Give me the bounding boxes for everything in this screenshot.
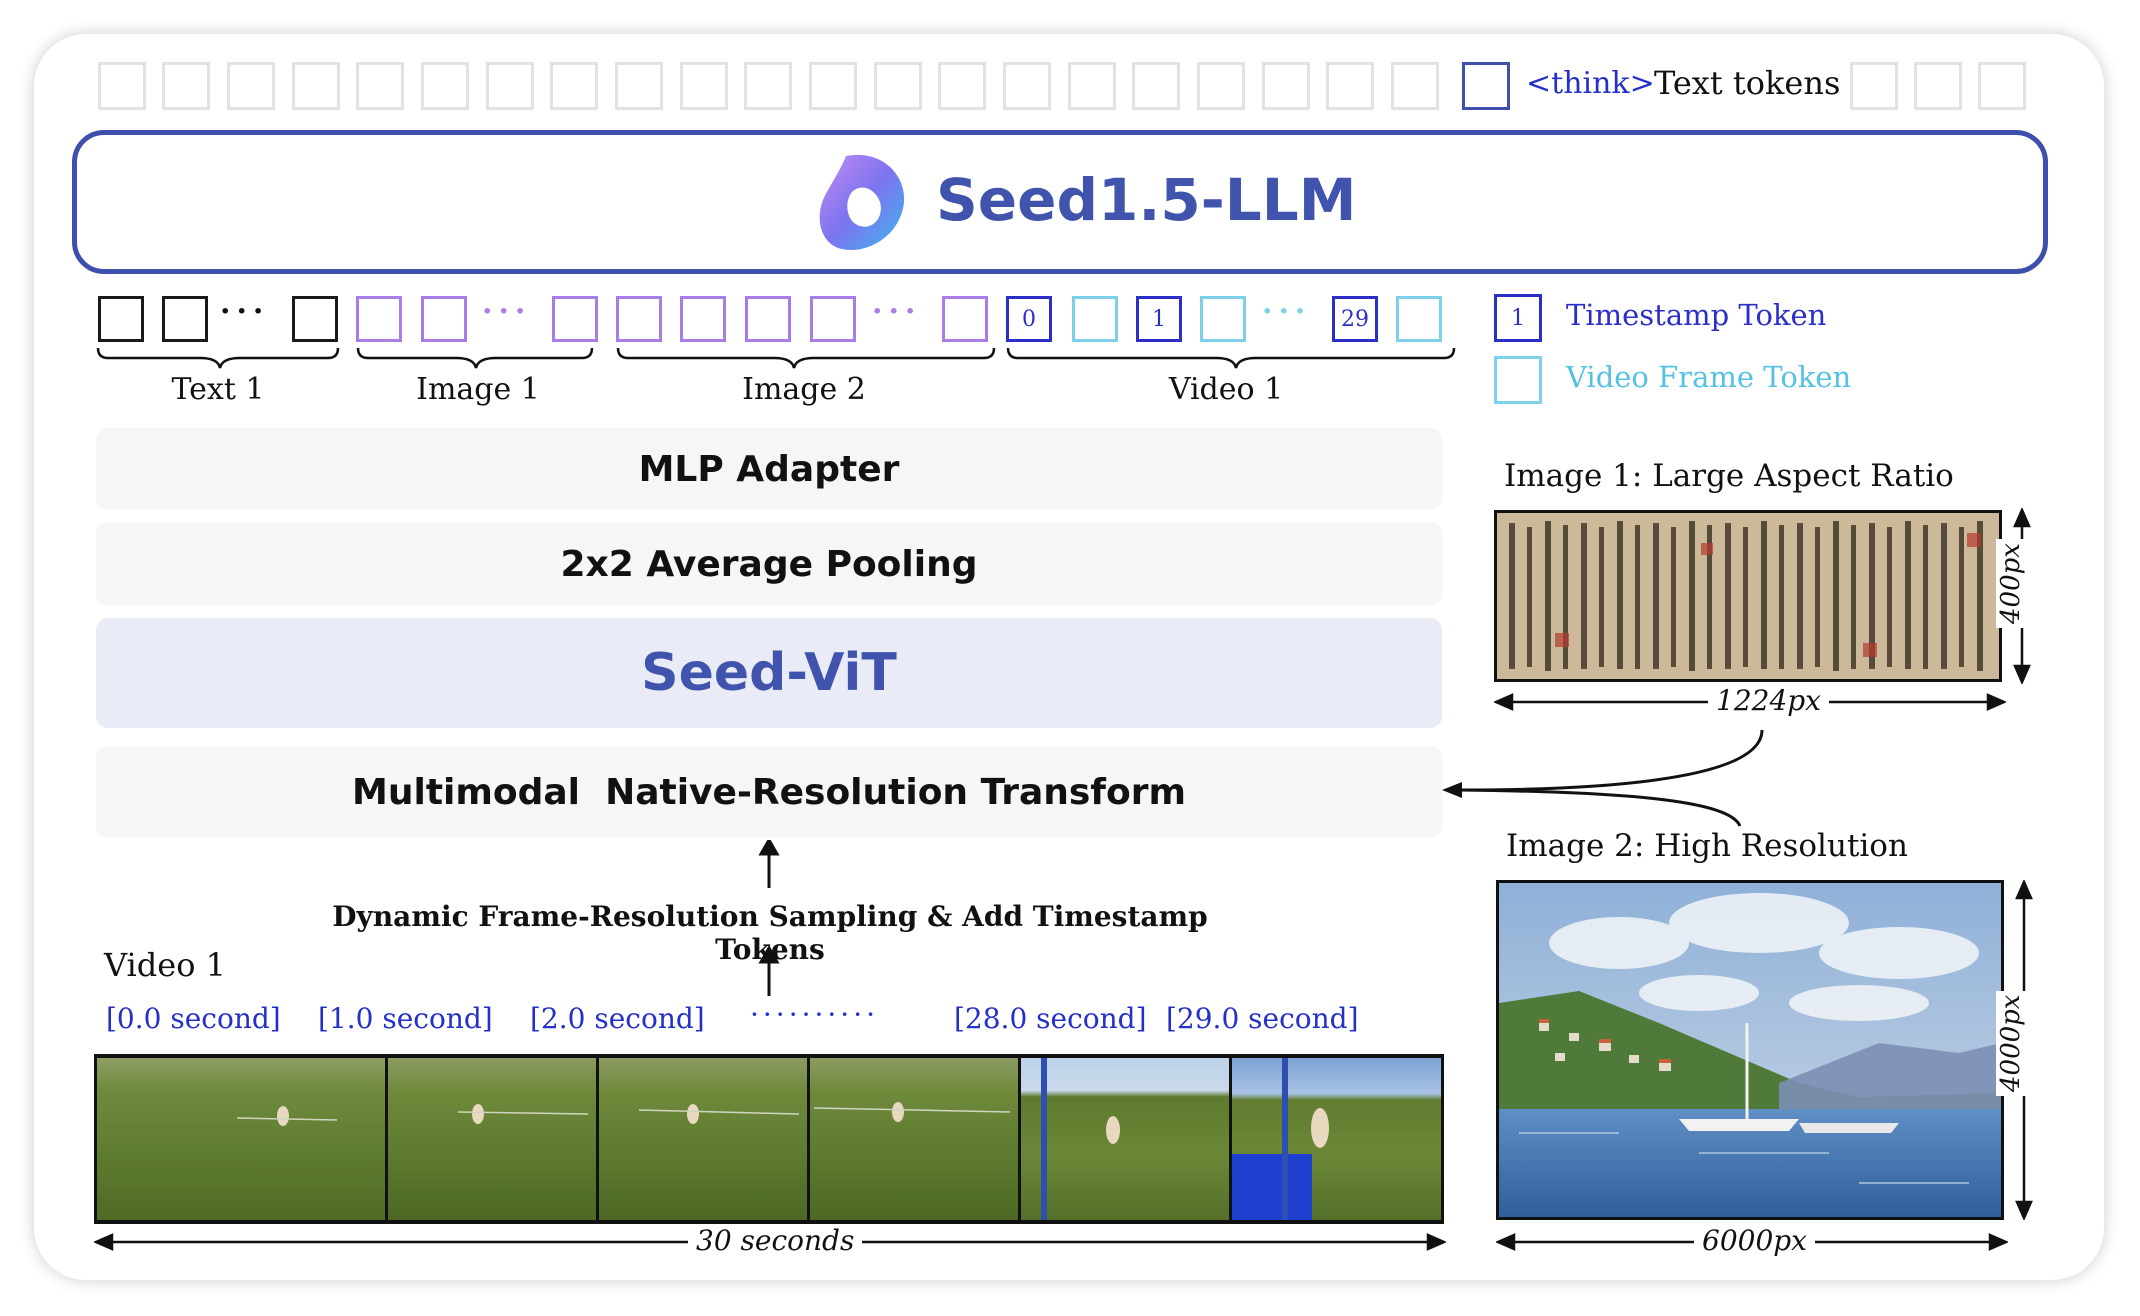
timestamp-label: [0.0 second] (106, 1002, 281, 1035)
text-token-placeholder (486, 62, 534, 110)
image1-width-label: 1224px (1708, 684, 1829, 717)
text-token-placeholder (1391, 62, 1439, 110)
native-resolution-transform-layer: Multimodal Native-Resolution Transform (96, 746, 1442, 838)
segment-label-text1: Text 1 (171, 372, 265, 407)
image1-title: Image 1: Large Aspect Ratio (1504, 458, 1954, 494)
image2-height-label: 4000px (1996, 990, 2026, 1096)
timestamp-token: 29 (1332, 296, 1378, 342)
image-token (552, 296, 598, 342)
lake-painting-image (1496, 880, 2004, 1220)
llm-title: Seed1.5-LLM (936, 166, 1357, 234)
text-token-placeholder (874, 62, 922, 110)
text-token (162, 296, 208, 342)
segment-label-image1: Image 1 (416, 372, 540, 407)
text-token-placeholder (809, 62, 857, 110)
ellipsis-dots: ··· (220, 294, 270, 329)
video-frame-token (1200, 296, 1246, 342)
up-arrow-lower (758, 946, 780, 996)
legend-frame-swatch (1494, 356, 1542, 404)
text-token-placeholder (356, 62, 404, 110)
timestamp-label: [29.0 second] (1166, 1002, 1359, 1035)
image-token (616, 296, 662, 342)
text-token-placeholder (1197, 62, 1245, 110)
image1-height-label: 400px (1996, 539, 2026, 628)
pooling-layer: 2x2 Average Pooling (96, 522, 1442, 606)
text-token-placeholder (421, 62, 469, 110)
video-frame (599, 1058, 807, 1220)
video-frame-token (1396, 296, 1442, 342)
llm-box (72, 130, 2048, 274)
text-token-placeholder (744, 62, 792, 110)
mlp-adapter-layer: MLP Adapter (96, 428, 1442, 510)
lake-painting (1499, 883, 2001, 1217)
image-token (421, 296, 467, 342)
timestamp-label: [28.0 second] (954, 1002, 1147, 1035)
timestamp-ellipsis: ·········· (750, 998, 880, 1031)
image-token (942, 296, 988, 342)
image-token (680, 296, 726, 342)
text-token-placeholder (680, 62, 728, 110)
text-token-placeholder (1978, 62, 2026, 110)
text-token-placeholder (162, 62, 210, 110)
segment-braces (96, 347, 1456, 369)
seed-vit-layer: Seed-ViT (96, 618, 1442, 728)
calligraphy-image (1494, 510, 2002, 682)
video-label: Video 1 (104, 946, 226, 984)
text-token-placeholder (1132, 62, 1180, 110)
text-token-placeholder (615, 62, 663, 110)
timestamp-token: 1 (1136, 296, 1182, 342)
image1-height-arrow (2013, 508, 2031, 684)
image-token (356, 296, 402, 342)
legend-timestamp-swatch: 1 (1494, 294, 1542, 342)
text-token-placeholder (227, 62, 275, 110)
timestamp-label: [1.0 second] (318, 1002, 493, 1035)
image-token (810, 296, 856, 342)
video-frame (388, 1058, 596, 1220)
video-frame-token (1072, 296, 1118, 342)
text-token-placeholder (1262, 62, 1310, 110)
timestamp-label: [2.0 second] (530, 1002, 705, 1035)
image2-title: Image 2: High Resolution (1506, 828, 1908, 864)
text-tokens-label: Text tokens (1654, 64, 1841, 102)
video-frame (97, 1058, 385, 1220)
calligraphy-pattern (1497, 513, 1999, 679)
video-frame (810, 1058, 1018, 1220)
text-token-placeholder (1068, 62, 1116, 110)
segment-label-video1: Video 1 (1168, 372, 1284, 407)
text-token-placeholder (550, 62, 598, 110)
video-frame (1232, 1058, 1441, 1220)
text-token-placeholder (1914, 62, 1962, 110)
text-token-placeholder (1003, 62, 1051, 110)
video-frame (1021, 1058, 1229, 1220)
ellipsis-dots: ··· (482, 294, 532, 329)
image-token (745, 296, 791, 342)
text-token-placeholder (98, 62, 146, 110)
timestamp-token: 0 (1006, 296, 1052, 342)
think-label: <think> (1526, 66, 1655, 101)
text-token (98, 296, 144, 342)
text-token-placeholder (938, 62, 986, 110)
think-token (1462, 62, 1510, 110)
text-token-placeholder (292, 62, 340, 110)
sampling-label: Dynamic Frame-Resolution Sampling & Add … (332, 900, 1208, 966)
text-token-placeholder (1326, 62, 1374, 110)
duration-label: 30 seconds (688, 1224, 863, 1257)
text-token-placeholder (1850, 62, 1898, 110)
seed-logo-icon (819, 154, 905, 251)
ellipsis-dots: ··· (1262, 294, 1312, 329)
ellipsis-dots: ··· (872, 294, 922, 329)
legend-timestamp-label: Timestamp Token (1566, 298, 1827, 332)
image2-width-label: 6000px (1694, 1224, 1815, 1257)
curved-arrows (1442, 729, 1764, 827)
legend-frame-label: Video Frame Token (1566, 360, 1852, 394)
text-token (292, 296, 338, 342)
segment-label-image2: Image 2 (742, 372, 866, 407)
